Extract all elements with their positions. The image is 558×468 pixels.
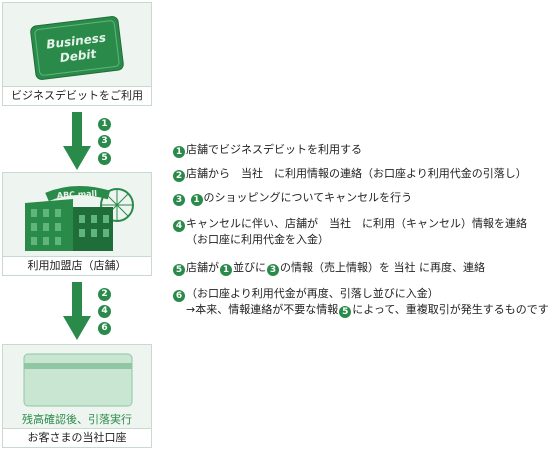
bank-caption: お客さまの当社口座 — [3, 428, 151, 447]
step-circle: 1 — [173, 146, 185, 158]
bank-box: 残高確認後、引落実行 お客さまの当社口座 — [2, 344, 152, 448]
step-text: のショッピングについてキャンセルを行う — [203, 191, 413, 204]
step-ref-circle: 1 — [190, 194, 203, 206]
bank-status-text: 残高確認後、引落実行 — [22, 413, 132, 426]
mall-sign-text: ABC mall — [57, 189, 98, 200]
card-box: Business Debit ビジネスデビットをご利用 — [2, 2, 152, 106]
step-ref-circle: 5 — [339, 306, 352, 318]
arrow-down-icon — [63, 112, 91, 170]
step-text-line2b: によって、重複取引が発生するものです — [352, 303, 549, 316]
step-number-badge: 3 — [98, 135, 111, 148]
step-number-badge: 4 — [98, 305, 111, 318]
arrow2-step-numbers: 2 4 6 — [98, 288, 111, 339]
step-text: 店舗が — [186, 261, 219, 274]
step-circle: 6 — [173, 290, 185, 302]
bankbook-icon — [23, 353, 133, 407]
business-debit-card-icon: Business Debit — [30, 16, 124, 80]
step-number-badge: 6 — [98, 322, 111, 335]
step-text: 店舗から 当社 に利用情報の連絡（お口座より利用代金の引落し） — [186, 167, 527, 180]
step-text: 並びに — [233, 261, 266, 274]
store-caption: 利用加盟店（店舗） — [3, 256, 151, 275]
step-ref-circle: 3 — [267, 264, 279, 276]
step-text: （お口座より利用代金が再度、引落し並びに入金） — [186, 287, 439, 300]
shopping-mall-icon: ABC mall — [25, 185, 134, 251]
step-text: の情報（売上情報）を 当社 に再度、連絡 — [280, 261, 485, 274]
card-line2: Debit — [59, 47, 98, 66]
step-text-line2: （お口座に利用代金を入金） — [186, 233, 329, 246]
step-number-badge: 5 — [98, 152, 111, 165]
step-text-line2a: →本来、情報連絡が不要な情報 — [186, 303, 339, 316]
card-caption: ビジネスデビットをご利用 — [3, 86, 151, 105]
step-ref-circle: 1 — [220, 264, 232, 276]
store-box: ABC mall 利用加盟店（店舗） — [2, 172, 152, 276]
arrow1-step-numbers: 1 3 5 — [98, 118, 111, 169]
step-number-badge: 1 — [98, 118, 111, 131]
step-circle: 5 — [173, 264, 185, 276]
arrow-down-icon — [63, 282, 91, 340]
step-circle: 3 — [173, 194, 185, 206]
step-text: 店舗でビジネスデビットを利用する — [186, 143, 362, 156]
step-text: キャンセルに伴い、店舗が 当社 に利用（キャンセル）情報を連絡 — [186, 217, 527, 230]
step-circle: 2 — [173, 170, 185, 182]
step-circle: 4 — [173, 220, 185, 232]
step-number-badge: 2 — [98, 288, 111, 301]
